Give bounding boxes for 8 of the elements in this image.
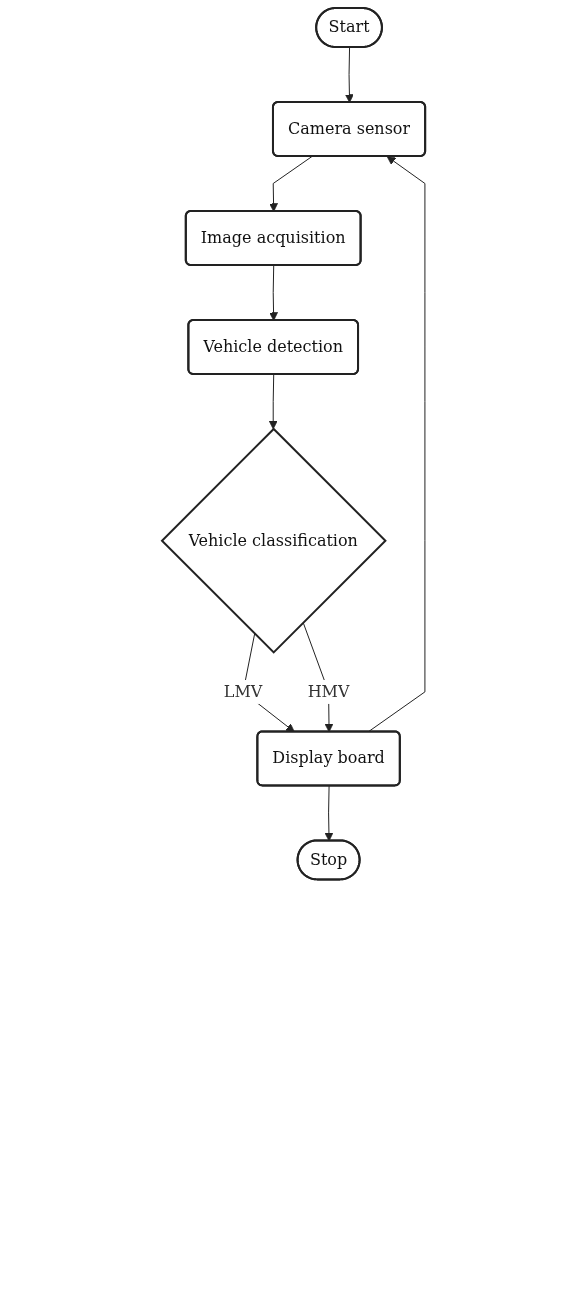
- arrow: [344, 47, 354, 103]
- edge-label: HMV: [307, 681, 350, 701]
- edge-label: LMV: [223, 681, 263, 701]
- arrow: [324, 785, 334, 842]
- node-diamond: Vehicle classification: [160, 427, 387, 654]
- arrow: [268, 374, 278, 430]
- arrow: [269, 265, 278, 321]
- arrow: [269, 156, 313, 212]
